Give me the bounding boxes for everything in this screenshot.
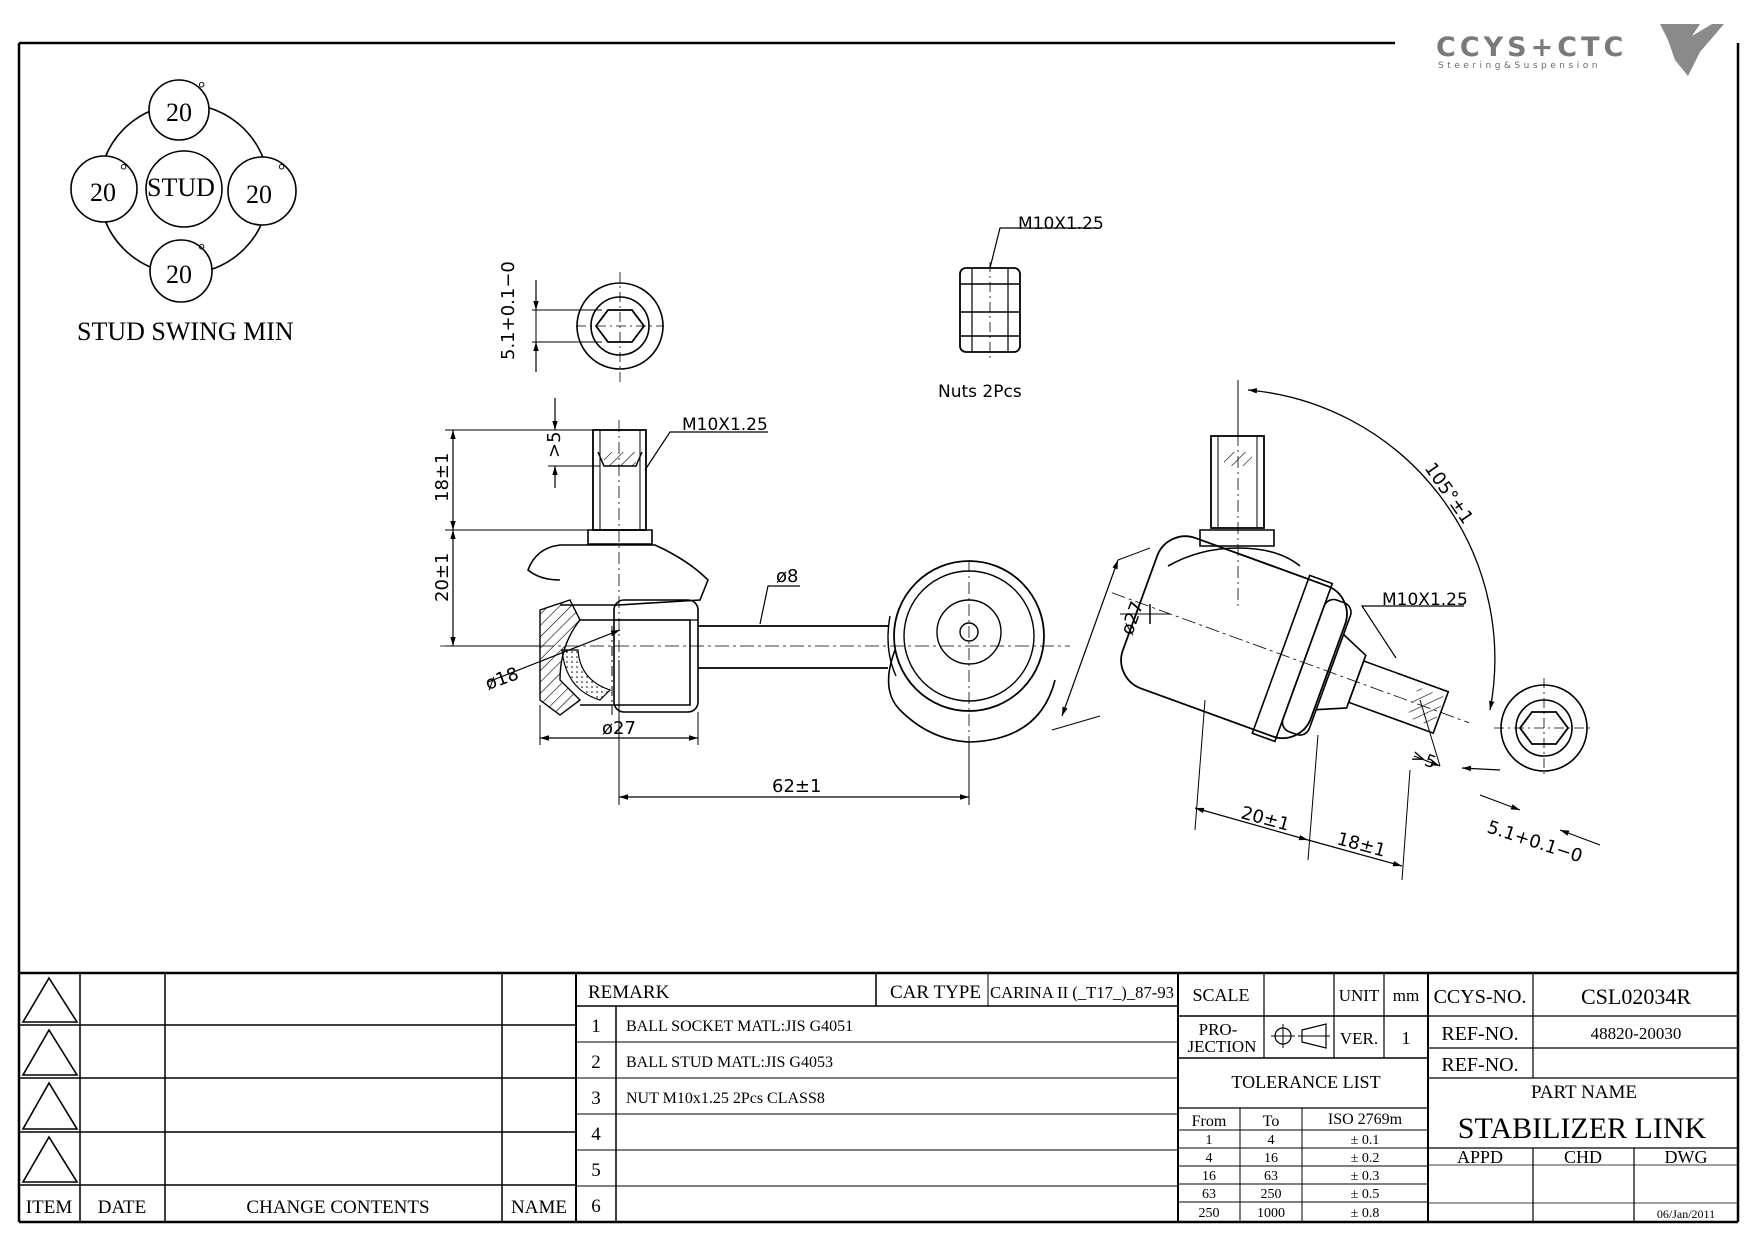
remark-label: REMARK — [588, 982, 670, 1003]
ref-no-label-2: REF-NO. — [1441, 1054, 1518, 1076]
tol-row-4-from: 63 — [1202, 1187, 1216, 1202]
company-logo: CCYS+CTC Steering&Suspension — [1436, 24, 1724, 76]
remark-no-2: 2 — [591, 1052, 601, 1073]
unit-value: mm — [1393, 986, 1419, 1005]
swing-title: STUD SWING MIN — [77, 317, 294, 346]
degree-mark-left: ° — [120, 160, 127, 180]
revision-triangle-2 — [21, 1028, 79, 1076]
ccys-no-label: CCYS-NO. — [1434, 986, 1527, 1008]
tol-row-1-from: 1 — [1206, 1133, 1213, 1148]
nut-caption: Nuts 2Pcs — [938, 382, 1022, 402]
car-type-value: CARINA II (_T17_)_87-93 — [990, 983, 1174, 1002]
sign-header-dwg: DWG — [1665, 1147, 1708, 1167]
dim-ball-dia: ø18 — [483, 663, 522, 694]
tol-row-1-iso: ± 0.1 — [1351, 1133, 1380, 1148]
degree-mark-right: ° — [278, 160, 285, 180]
nut-thread: M10X1.25 — [1018, 214, 1104, 234]
projection-symbol-icon — [1271, 1023, 1330, 1049]
nut-drawing: M10X1.25 Nuts 2Pcs — [938, 214, 1104, 402]
part-name-value: STABILIZER LINK — [1458, 1112, 1707, 1145]
header-item: ITEM — [26, 1197, 73, 1218]
hex-end-view-left: 5.1+0.1−0 — [498, 261, 664, 382]
dim-stud-length-right: 18±1 — [1335, 829, 1388, 862]
side-view-left: 18±1 20±1 >5 M10X1.25 ø8 ø18 ø27 62±1 — [432, 398, 1070, 805]
thread-left-label: M10X1.25 — [682, 415, 768, 435]
stud-swing-diagram: STUD 20 20 20 20 ° ° ° ° STUD SWING MIN — [70, 78, 297, 346]
remark-no-3: 3 — [591, 1088, 601, 1109]
tol-row-5-from: 250 — [1199, 1206, 1220, 1221]
tol-row-5-to: 1000 — [1257, 1206, 1285, 1221]
title-block: ITEM DATE CHANGE CONTENTS NAME REMARK CA… — [19, 971, 1738, 1222]
ccys-no-value: CSL02034R — [1581, 984, 1691, 1009]
projection-label-2: JECTION — [1188, 1037, 1257, 1056]
revision-triangle-4 — [21, 1135, 79, 1183]
tolerance-title: TOLERANCE LIST — [1231, 1072, 1380, 1092]
remark-text-3: NUT M10x1.25 2Pcs CLASS8 — [626, 1090, 825, 1107]
ref-no-label-1: REF-NO. — [1441, 1023, 1518, 1045]
dim-body-height-right: 20±1 — [1239, 803, 1292, 836]
logo-brand: CCYS+CTC — [1436, 32, 1627, 63]
sign-header-appd: APPD — [1457, 1147, 1503, 1167]
ver-label: VER. — [1340, 1029, 1378, 1048]
sign-header-chd: CHD — [1564, 1147, 1602, 1167]
header-name: NAME — [511, 1197, 567, 1218]
tol-header-iso: ISO 2769m — [1328, 1111, 1403, 1128]
tol-header-from: From — [1192, 1113, 1227, 1130]
tol-row-2-to: 16 — [1264, 1151, 1278, 1166]
ref-no-value-1: 48820-20030 — [1591, 1024, 1682, 1043]
car-type-label: CAR TYPE — [890, 982, 981, 1003]
unit-label: UNIT — [1339, 986, 1380, 1005]
dim-hex-right: 5.1+0.1−0 — [1484, 817, 1585, 868]
drawing-date: 06/Jan/2011 — [1657, 1207, 1715, 1221]
dim-hex-left: 5.1+0.1−0 — [498, 261, 519, 360]
tol-row-4-to: 250 — [1261, 1187, 1282, 1202]
swing-angle-right: 20 — [246, 180, 272, 209]
header-change-contents: CHANGE CONTENTS — [246, 1197, 429, 1218]
dim-center-distance: 62±1 — [772, 776, 821, 797]
swing-angle-top: 20 — [166, 98, 192, 127]
swing-center-label: STUD — [147, 173, 215, 202]
scale-label: SCALE — [1192, 985, 1249, 1005]
tol-row-4-iso: ± 0.5 — [1351, 1187, 1380, 1202]
dim-body-height-left: 20±1 — [432, 553, 453, 602]
tol-row-2-from: 4 — [1206, 1151, 1213, 1166]
remark-no-6: 6 — [591, 1196, 601, 1217]
tol-row-3-from: 16 — [1202, 1169, 1216, 1184]
degree-mark-top: ° — [198, 78, 205, 98]
ver-value: 1 — [1402, 1028, 1411, 1048]
dim-stud-length-left: 18±1 — [432, 453, 453, 502]
tol-row-3-iso: ± 0.3 — [1351, 1169, 1380, 1184]
remark-no-1: 1 — [591, 1016, 601, 1037]
tol-row-2-iso: ± 0.2 — [1351, 1151, 1380, 1166]
remark-text-2: BALL STUD MATL:JIS G4053 — [626, 1054, 833, 1071]
dim-min-depth-right: >5 — [1408, 746, 1438, 773]
dim-socket-dia-right: ø27 — [1117, 599, 1148, 638]
remark-no-4: 4 — [591, 1124, 601, 1145]
header-date: DATE — [98, 1197, 147, 1218]
logo-wing-icon — [1660, 24, 1724, 76]
revision-triangle-3 — [21, 1081, 79, 1130]
part-name-label: PART NAME — [1531, 1082, 1637, 1103]
dim-rod-dia: ø8 — [776, 566, 798, 587]
dim-min-depth-left: >5 — [544, 431, 565, 458]
dim-angle: 105°±1 — [1420, 459, 1477, 528]
degree-mark-bottom: ° — [198, 240, 205, 260]
tol-row-3-to: 63 — [1264, 1169, 1278, 1184]
tol-row-5-iso: ± 0.8 — [1351, 1206, 1380, 1221]
tol-row-1-to: 4 — [1268, 1133, 1275, 1148]
thread-right-label: M10X1.25 — [1382, 590, 1468, 610]
revision-triangle-1 — [21, 976, 79, 1023]
projection-label-1: PRO- — [1199, 1020, 1238, 1039]
remark-text-1: BALL SOCKET MATL:JIS G4051 — [626, 1018, 853, 1035]
side-view-right: 5.1+0.1−0 105°±1 ø27 M10X1.25 >5 20±1 18… — [1051, 380, 1601, 881]
remark-no-5: 5 — [591, 1160, 601, 1181]
swing-angle-bottom: 20 — [166, 260, 192, 289]
swing-angle-left: 20 — [90, 178, 116, 207]
tol-header-to: To — [1263, 1113, 1280, 1130]
logo-tagline: Steering&Suspension — [1438, 61, 1601, 71]
